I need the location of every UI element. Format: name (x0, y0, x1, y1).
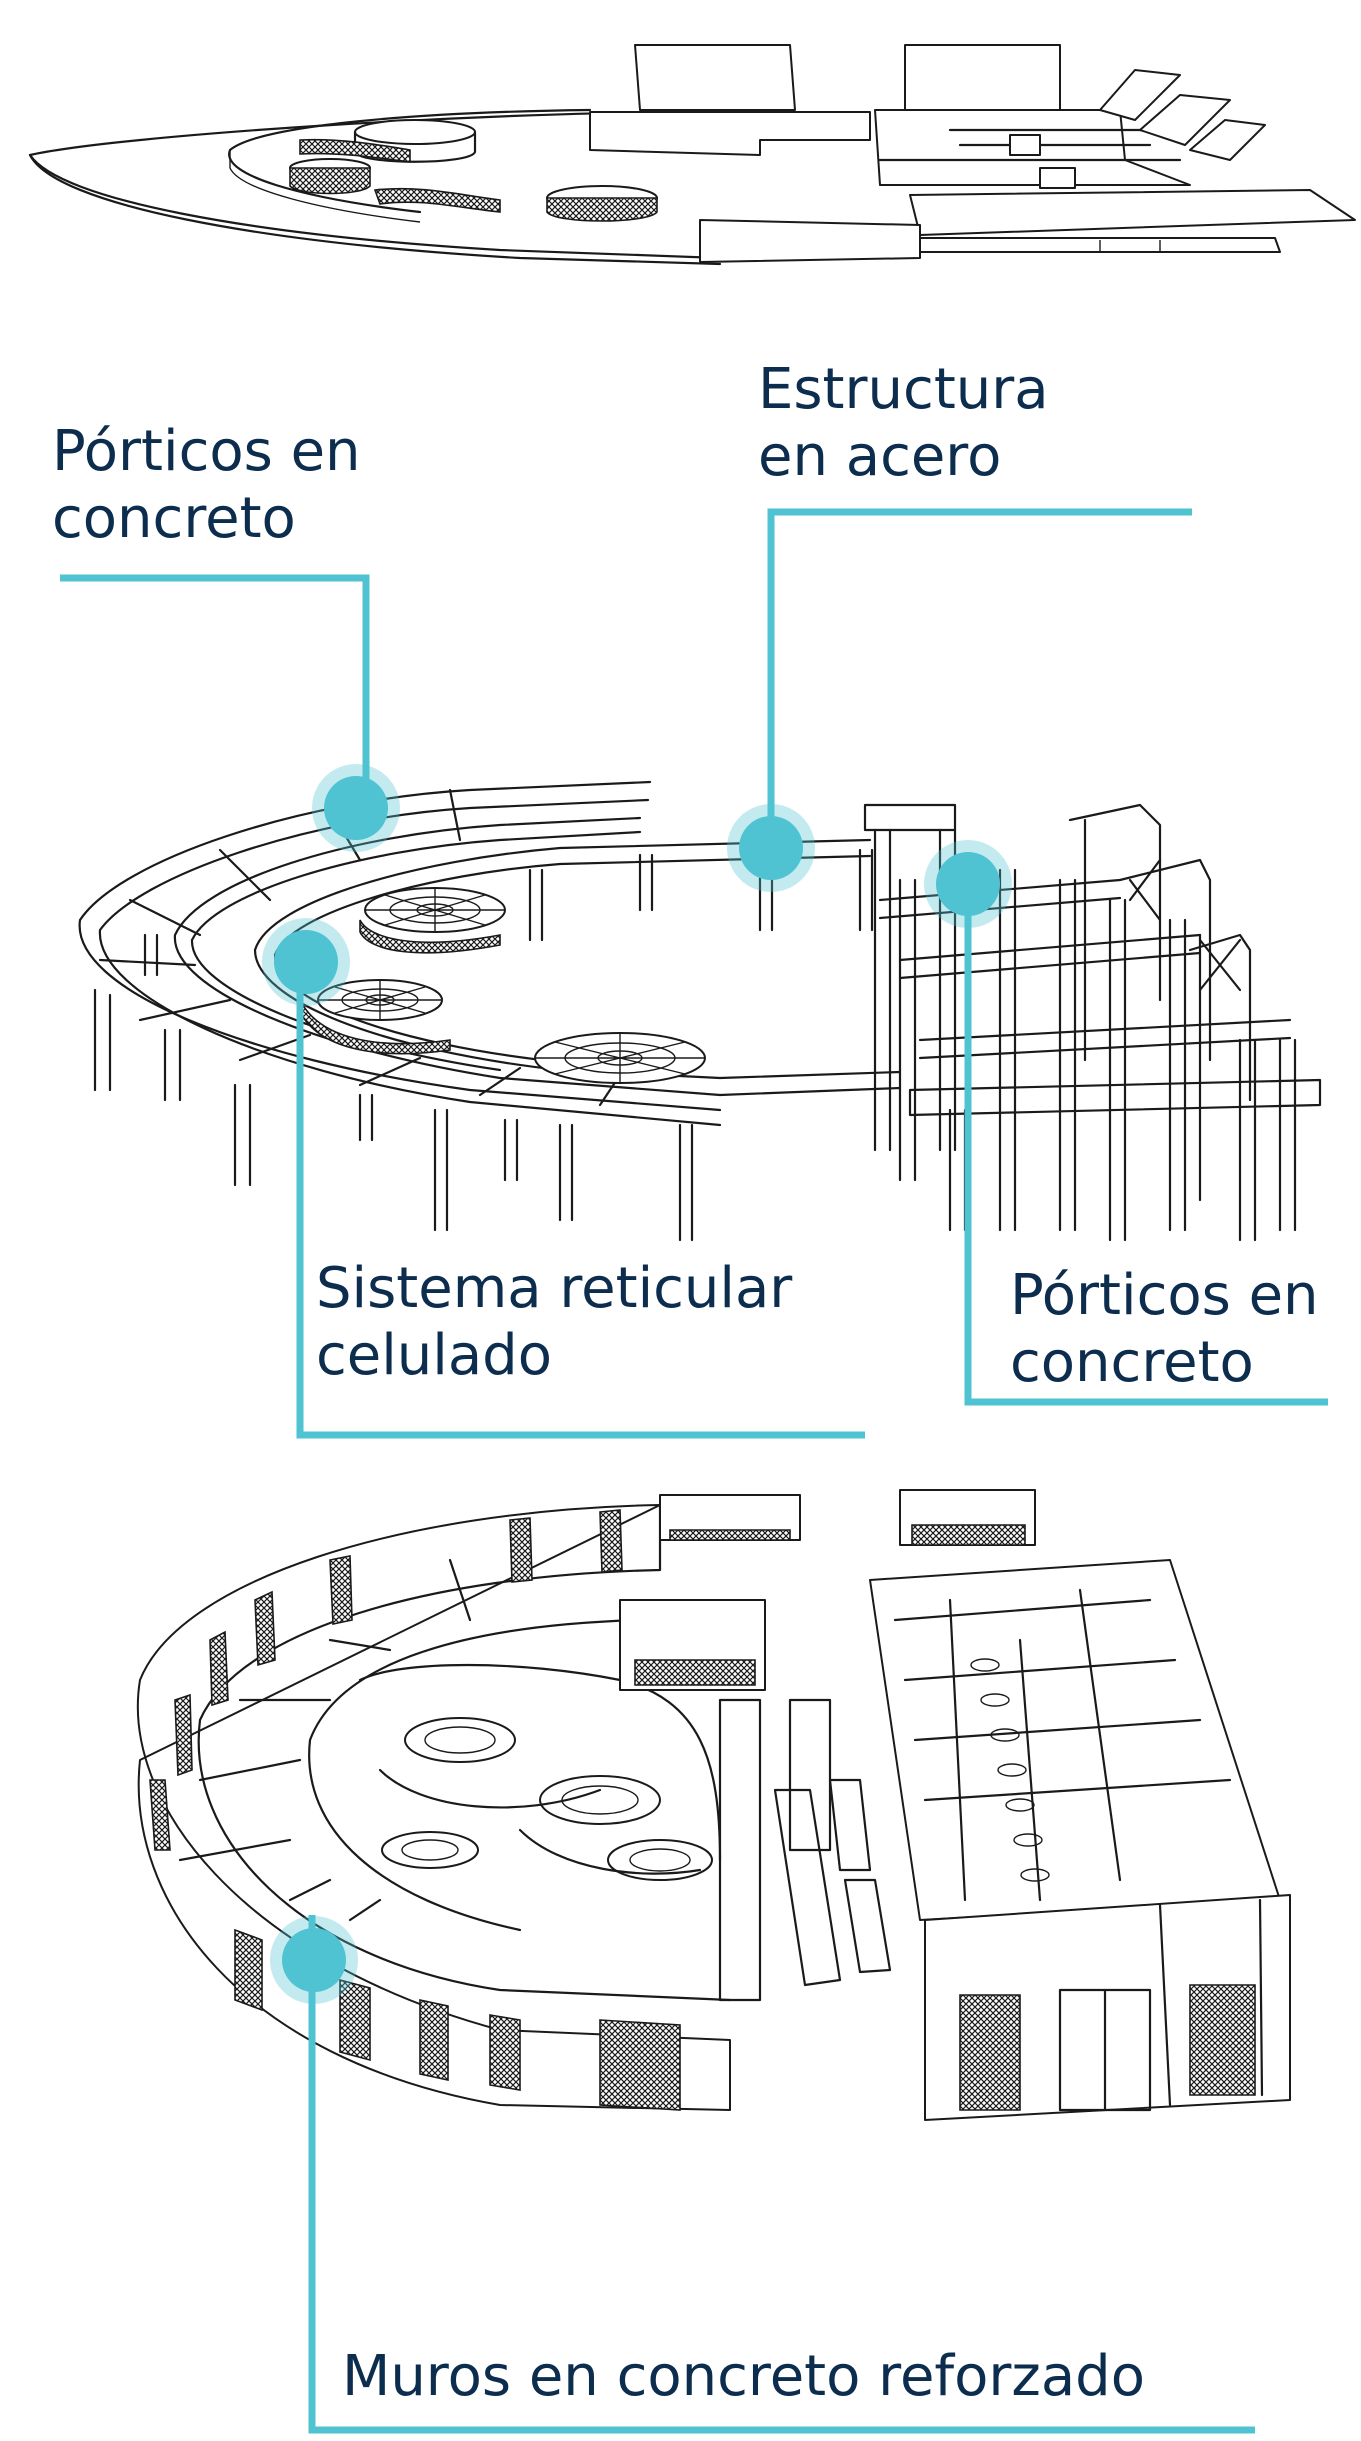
leader-acero (767, 508, 1192, 845)
leader-reticular (296, 960, 865, 1439)
label-line: concreto (1010, 1330, 1254, 1395)
label-muros: Muros en concreto reforzado (342, 2344, 1145, 2409)
callout-dots (262, 764, 1012, 2004)
leaders (60, 508, 1328, 2434)
label-line: Pórticos en (1010, 1263, 1319, 1328)
label-line: en acero (758, 424, 1001, 489)
dot-reticular (262, 918, 350, 1006)
leader-porticos-left (60, 574, 370, 808)
label-line: celulado (316, 1323, 552, 1388)
roof-plate-drawing (28, 44, 1356, 266)
dot-acero (727, 804, 815, 892)
label-reticular: Sistema reticular celulado (316, 1256, 793, 1388)
label-line: Muros en concreto reforzado (342, 2344, 1145, 2409)
label-acero: Estructura en acero (758, 357, 1049, 489)
dot-porticos-left (312, 764, 400, 852)
label-line: Pórticos en (52, 419, 361, 484)
label-line: Sistema reticular (316, 1256, 793, 1321)
frame-drawing (78, 780, 1322, 1242)
leader-porticos-right (964, 885, 1328, 1406)
label-porticos-right: Pórticos en concreto (1010, 1263, 1319, 1395)
dot-porticos-right (924, 840, 1012, 928)
label-line: Estructura (758, 357, 1049, 422)
label-line: concreto (52, 486, 296, 551)
leader-muros (308, 1915, 1255, 2434)
label-porticos-left: Pórticos en concreto (52, 419, 361, 551)
dot-muros (270, 1916, 358, 2004)
